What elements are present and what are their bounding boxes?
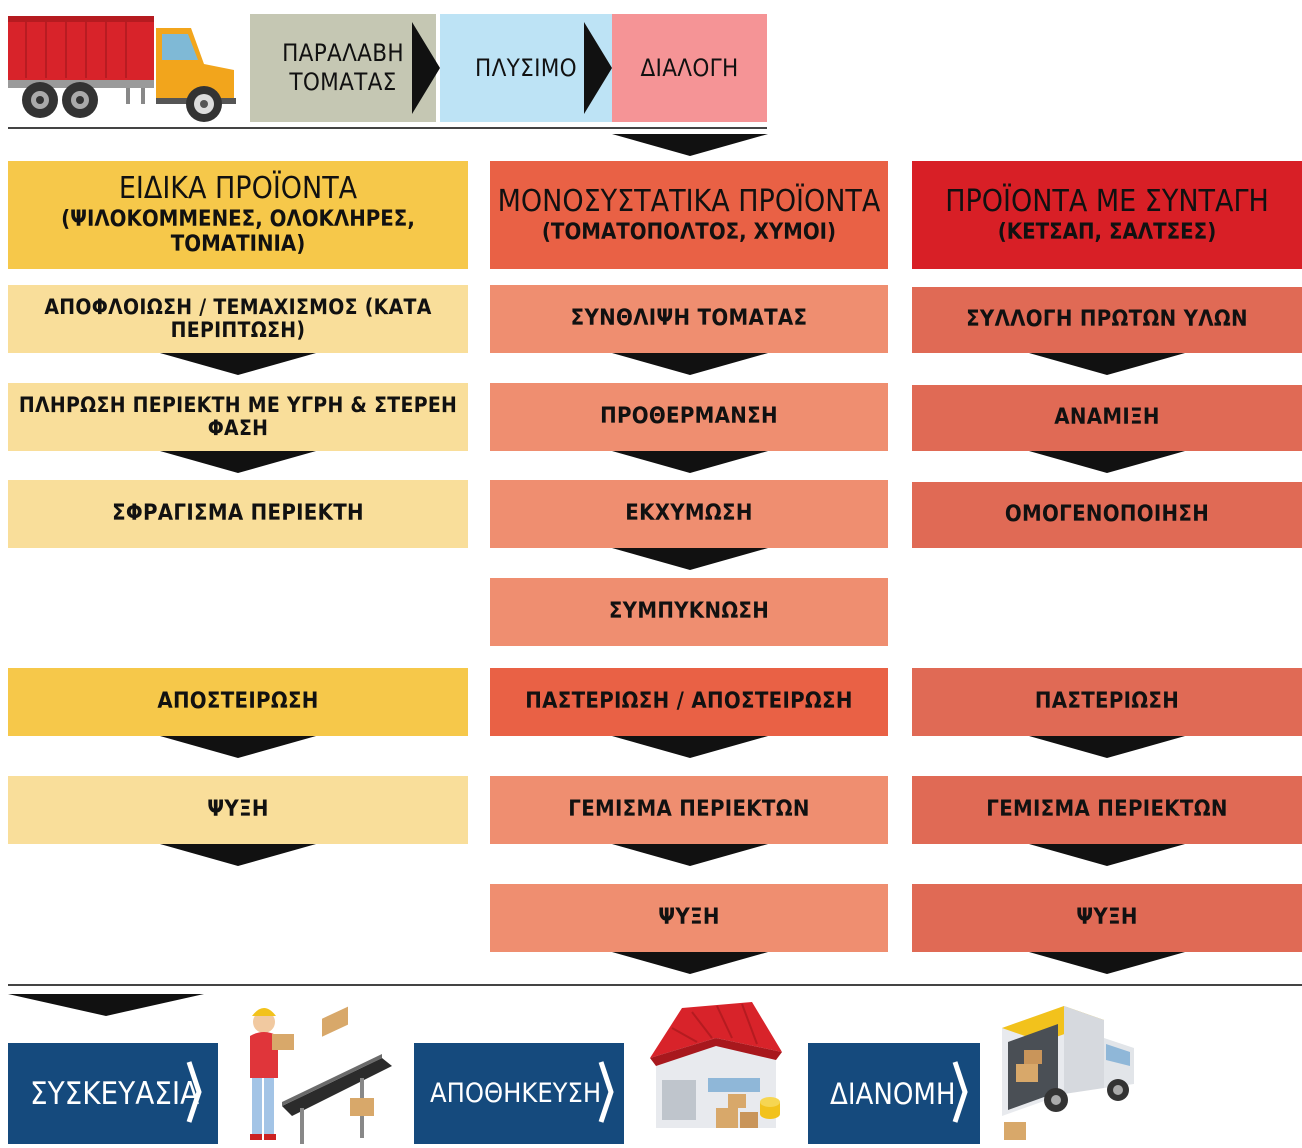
receive-step: ΠΑΡΑΛΑΒΗ ΤΟΜΑΤΑΣ — [250, 14, 436, 122]
process-step: ΑΝΑΜΙΞΗ — [912, 385, 1302, 451]
column-title: ΜΟΝΟΣΥΣΤΑΤΙΚΑ ΠΡΟΪΟΝΤΑ — [497, 184, 881, 220]
process-step: ΣΦΡΑΓΙΣΜΑ ΠΕΡΙΕΚΤΗ — [8, 480, 468, 548]
process-step: ΠΑΣΤΕΡΙΩΣΗ / ΑΠΟΣΤΕΙΡΩΣΗ — [490, 668, 888, 736]
delivery-van-icon — [994, 998, 1144, 1144]
conveyor-worker-icon — [242, 998, 392, 1144]
flow-arrow — [160, 451, 316, 473]
column-header-special: ΕΙΔΙΚΑ ΠΡΟΪΟΝΤΑ (ΨΙΛΟΚΟΜΜΕΝΕΣ, ΟΛΟΚΛΗΡΕΣ… — [8, 161, 468, 269]
flow-arrow — [160, 353, 316, 375]
step-label: ΣΥΣΚΕΥΑΣΙΑ — [30, 1075, 200, 1112]
column-subtitle: (ΚΕΤΣΑΠ, ΣΑΛΤΣΕΣ) — [997, 219, 1217, 245]
sort-step: ΔΙΑΛΟΓΗ — [612, 14, 767, 122]
divider-line — [8, 127, 767, 129]
column-header-recipe: ΠΡΟΪΟΝΤΑ ΜΕ ΣΥΝΤΑΓΗ (ΚΕΤΣΑΠ, ΣΑΛΤΣΕΣ) — [912, 161, 1302, 269]
flow-arrow — [1029, 952, 1185, 974]
flow-arrow — [160, 844, 316, 866]
chevron-right-icon — [186, 1061, 202, 1123]
flow-arrow — [612, 451, 768, 473]
wash-step: ΠΛΥΣΙΜΟ — [440, 14, 612, 122]
process-step: ΕΚΧΥΜΩΣΗ — [490, 480, 888, 548]
process-step: ΠΛΗΡΩΣΗ ΠΕΡΙΕΚΤΗ ΜΕ ΥΓΡΗ & ΣΤΕΡΕΗ ΦΑΣΗ — [8, 383, 468, 451]
process-step: ΨΥΞΗ — [490, 884, 888, 952]
flow-arrow — [1029, 844, 1185, 866]
process-step: ΓΕΜΙΣΜΑ ΠΕΡΙΕΚΤΩΝ — [912, 776, 1302, 844]
column-subtitle: (ΨΙΛΟΚΟΜΜΕΝΕΣ, ΟΛΟΚΛΗΡΕΣ, ΤΟΜΑΤΙΝΙΑ) — [61, 206, 415, 258]
distribution-step: ΔΙΑΝΟΜΗ — [808, 1043, 980, 1144]
flow-arrow — [1029, 736, 1185, 758]
flow-arrow — [612, 548, 768, 570]
storage-step: ΑΠΟΘΗΚΕΥΣΗ — [414, 1043, 624, 1144]
process-step: ΨΥΞΗ — [8, 776, 468, 844]
flow-arrow — [612, 736, 768, 758]
flow-arrow — [612, 844, 768, 866]
chevron-right-icon — [584, 22, 612, 114]
process-step: ΠΑΣΤΕΡΙΩΣΗ — [912, 668, 1302, 736]
flow-arrow — [1029, 451, 1185, 473]
flow-arrow — [612, 353, 768, 375]
flow-arrow — [612, 952, 768, 974]
warehouse-icon — [642, 998, 790, 1144]
process-step: ΓΕΜΙΣΜΑ ΠΕΡΙΕΚΤΩΝ — [490, 776, 888, 844]
process-step: ΣΥΜΠΥΚΝΩΣΗ — [490, 578, 888, 646]
packaging-step: ΣΥΣΚΕΥΑΣΙΑ — [8, 1043, 218, 1144]
divider-line — [8, 984, 1302, 986]
column-title: ΕΙΔΙΚΑ ΠΡΟΪΟΝΤΑ — [118, 171, 358, 207]
column-subtitle: (ΤΟΜΑΤΟΠΟΛΤΟΣ, ΧΥΜΟΙ) — [541, 219, 837, 245]
process-step: ΣΥΛΛΟΓΗ ΠΡΩΤΩΝ ΥΛΩΝ — [912, 287, 1302, 353]
flow-arrow — [1029, 353, 1185, 375]
truck-icon — [6, 14, 238, 126]
process-step: ΣΥΝΘΛΙΨΗ ΤΟΜΑΤΑΣ — [490, 285, 888, 353]
process-step: ΠΡΟΘΕΡΜΑΝΣΗ — [490, 383, 888, 451]
column-header-single-ingredient: ΜΟΝΟΣΥΣΤΑΤΙΚΑ ΠΡΟΪΟΝΤΑ (ΤΟΜΑΤΟΠΟΛΤΟΣ, ΧΥ… — [490, 161, 888, 269]
step-label: ΔΙΑΝΟΜΗ — [830, 1076, 956, 1111]
flow-arrow — [160, 736, 316, 758]
flow-arrow — [8, 994, 204, 1016]
flow-arrow — [612, 134, 768, 156]
chevron-right-icon — [412, 22, 440, 114]
process-step: ΟΜΟΓΕΝΟΠΟΙΗΣΗ — [912, 482, 1302, 548]
process-step: ΑΠΟΣΤΕΙΡΩΣΗ — [8, 668, 468, 736]
process-step: ΨΥΞΗ — [912, 884, 1302, 952]
chevron-right-icon — [952, 1061, 968, 1123]
chevron-right-icon — [598, 1061, 614, 1123]
process-step: ΑΠΟΦΛΟΙΩΣΗ / ΤΕΜΑΧΙΣΜΟΣ (ΚΑΤΑ ΠΕΡΙΠΤΩΣΗ) — [8, 285, 468, 353]
step-label: ΑΠΟΘΗΚΕΥΣΗ — [430, 1078, 602, 1109]
column-title: ΠΡΟΪΟΝΤΑ ΜΕ ΣΥΝΤΑΓΗ — [945, 184, 1269, 220]
